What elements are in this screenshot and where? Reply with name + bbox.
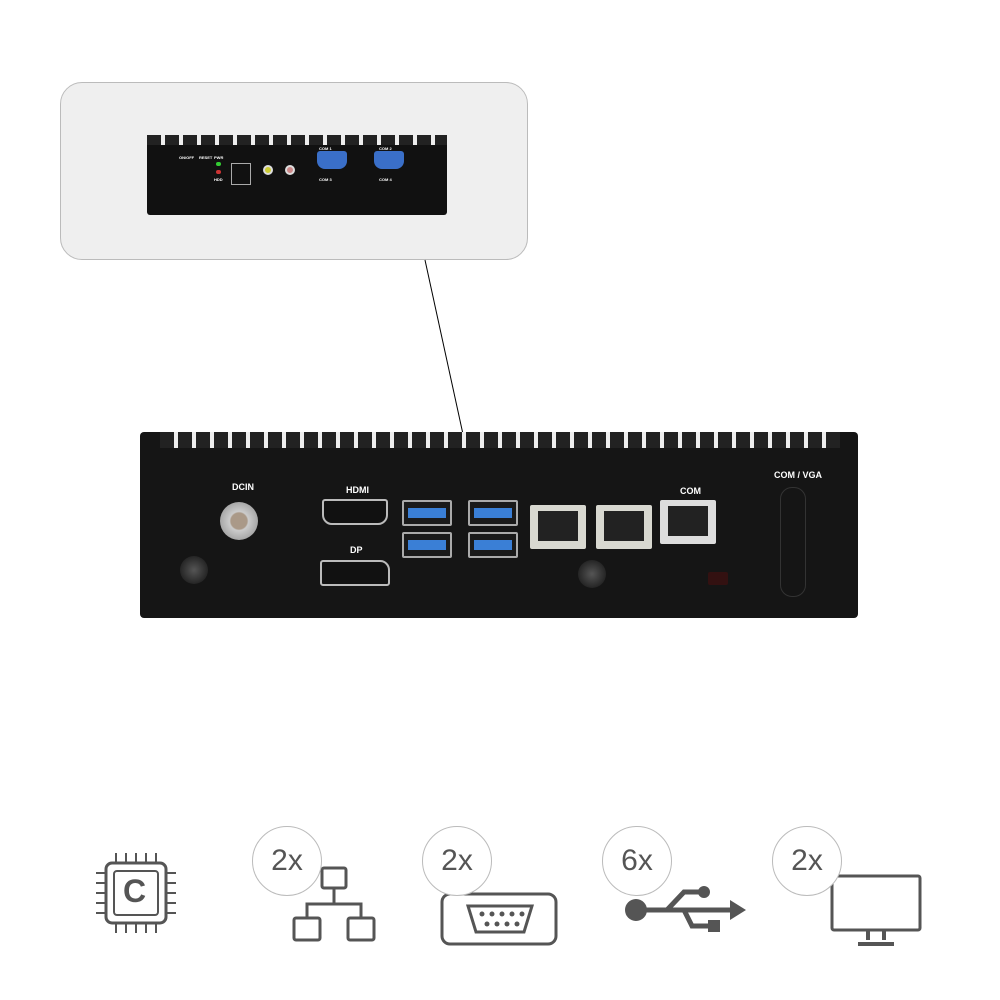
heatsink-fins [147, 135, 447, 145]
label-dcin: DCIN [232, 482, 254, 492]
usb-port [402, 500, 452, 526]
cpu-letter: C [123, 873, 147, 909]
antenna-connector [578, 560, 606, 588]
dc-in-jack [220, 502, 258, 540]
label-com3: COM 3 [319, 177, 332, 182]
com-vga-knockout [780, 487, 806, 597]
usb-port [468, 532, 518, 558]
usb-ports [231, 163, 251, 185]
line-out-jack [263, 165, 273, 175]
com2-port [374, 151, 404, 169]
network-icon [292, 866, 376, 942]
label-dp: DP [350, 545, 363, 555]
label-hdmi: HDMI [346, 485, 369, 495]
front-panel-image: ON/OFF RESET PWR HDD COM 1 COM 2 COM 3 C… [147, 135, 447, 215]
monitor-icon [830, 874, 922, 946]
label-com2: COM 2 [379, 146, 392, 151]
display-count: 2x [791, 844, 823, 877]
label-com-vga: COM / VGA [774, 470, 823, 480]
lan-port [596, 505, 652, 549]
hdd-led [216, 170, 221, 174]
hdmi-port [322, 499, 388, 525]
usb-icon [625, 886, 746, 932]
cpu-icon [96, 853, 176, 933]
com1-port [317, 151, 347, 169]
com-count: 2x [441, 844, 473, 877]
displayport-port [320, 560, 390, 586]
usb-count-badge: 6x [602, 826, 672, 896]
usb-port [468, 500, 518, 526]
serial-port-icon [440, 892, 558, 946]
usb-count: 6x [621, 844, 653, 877]
label-com1: COM 1 [319, 146, 332, 151]
kensington-lock-slot [708, 572, 728, 585]
com-rj45-port [660, 500, 716, 544]
rear-panel-image: DCIN HDMI DP COM COM / VGA [140, 432, 858, 618]
mic-jack [285, 165, 295, 175]
cpu-feature: C [96, 853, 176, 933]
label-onoff: ON/OFF [179, 155, 195, 160]
label-reset: RESET [199, 155, 213, 160]
label-pwr: PWR [214, 155, 224, 160]
antenna-connector [180, 556, 208, 584]
label-com: COM [680, 486, 701, 496]
heatsink-fins [160, 432, 840, 448]
label-com4: COM 4 [379, 177, 392, 182]
label-hdd: HDD [214, 177, 223, 182]
pwr-led [216, 162, 221, 166]
lan-count: 2x [271, 844, 303, 877]
usb-port [402, 532, 452, 558]
com-count-badge: 2x [422, 826, 492, 896]
display-count-badge: 2x [772, 826, 842, 896]
lan-port [530, 505, 586, 549]
lan-count-badge: 2x [252, 826, 322, 896]
